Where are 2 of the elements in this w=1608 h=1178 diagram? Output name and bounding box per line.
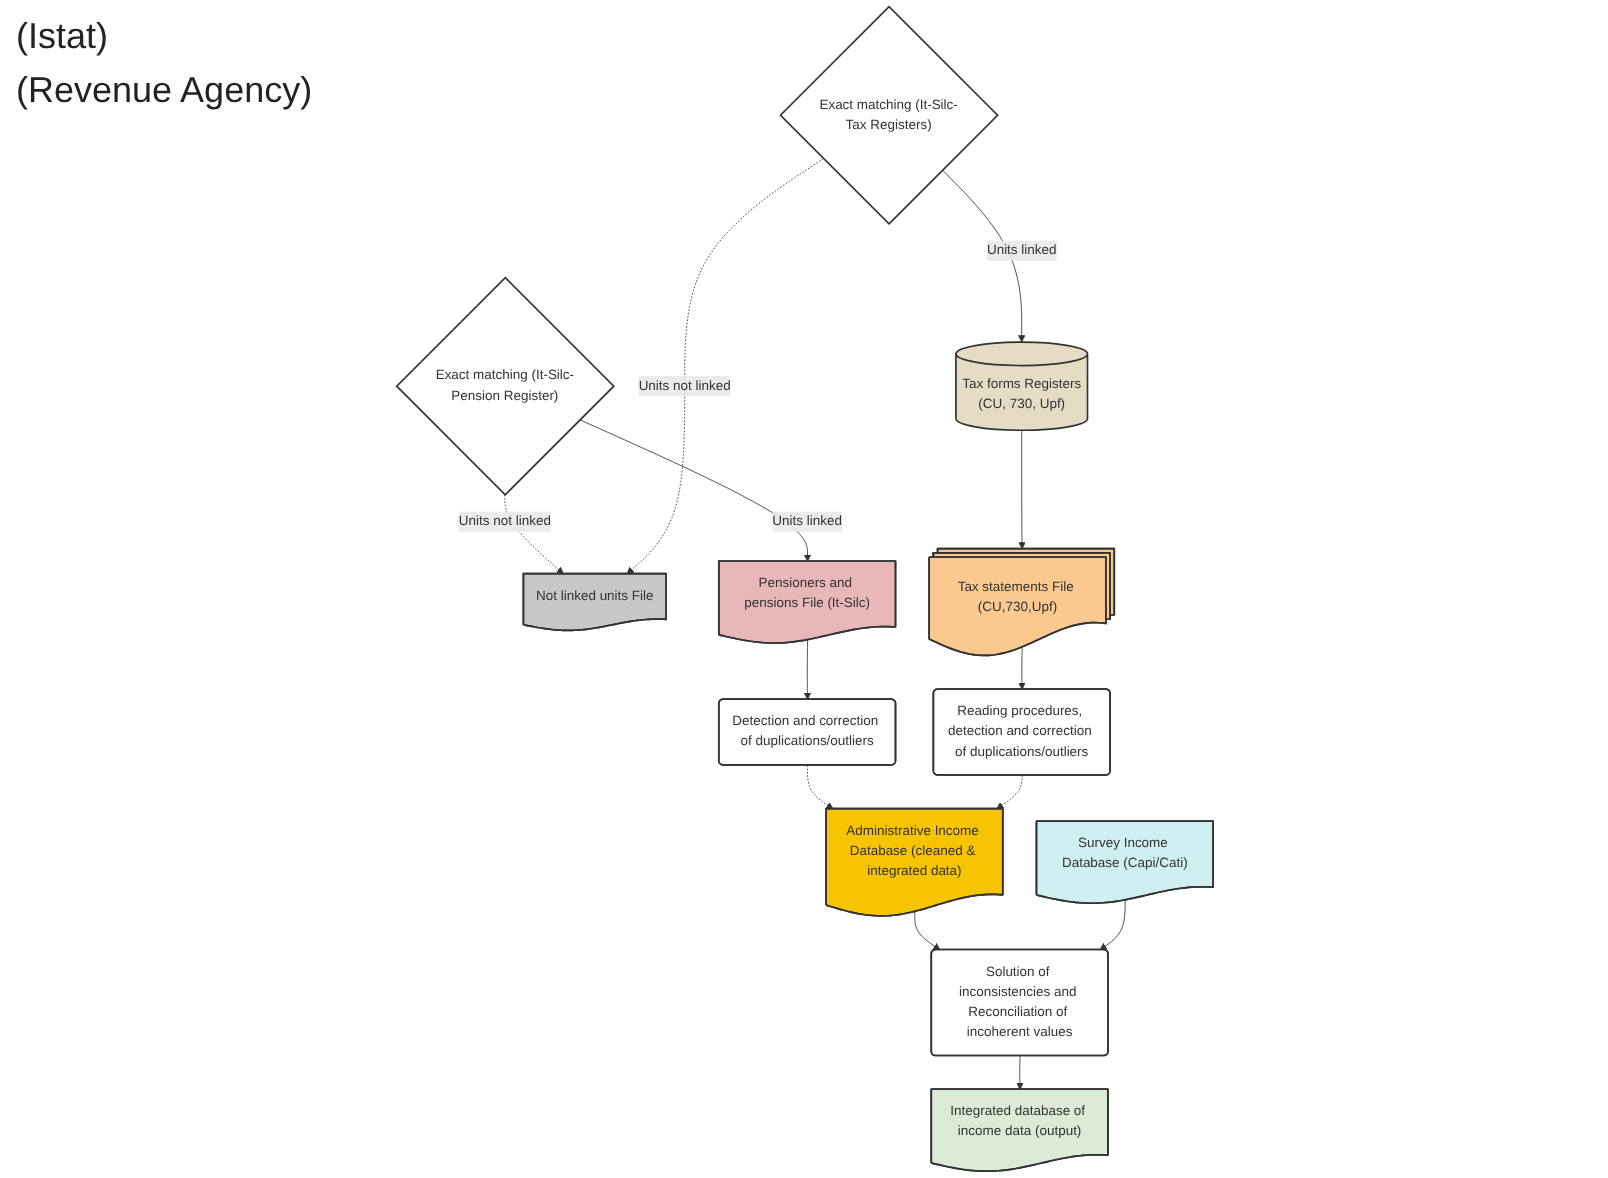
note-text: (Istat)	[16, 16, 111, 58]
note-text: (Revenue Agency)	[16, 70, 313, 112]
